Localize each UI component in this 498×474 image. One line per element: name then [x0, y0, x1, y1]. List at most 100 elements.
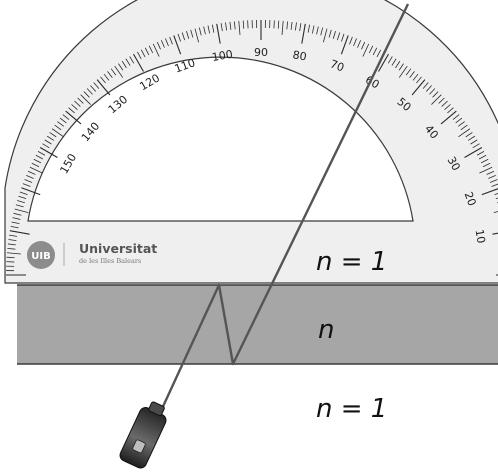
protractor-tick	[35, 154, 44, 160]
protractor-tick	[19, 191, 28, 195]
protractor-tick	[160, 40, 165, 48]
protractor-tick	[103, 73, 110, 81]
protractor-tick	[57, 121, 64, 127]
protractor-tick	[207, 25, 211, 34]
protractor-tick	[376, 49, 382, 58]
protractor-tick	[470, 139, 478, 145]
protractor-tick	[398, 63, 404, 71]
protractor-tick	[74, 100, 81, 107]
protractor-tick	[15, 204, 24, 208]
protractor-tick	[133, 53, 144, 72]
protractor-tick	[316, 26, 319, 35]
angle-label-10: 10	[473, 228, 488, 244]
protractor-tick	[444, 104, 451, 111]
protractor-tick	[190, 29, 194, 38]
protractor-tick	[489, 179, 498, 183]
protractor-tick	[46, 135, 55, 141]
protractor-tick	[148, 45, 154, 54]
laser-pointer[interactable]	[118, 398, 171, 470]
protractor-tick	[8, 239, 17, 242]
protractor-tick	[460, 124, 468, 131]
protractor-tick	[6, 252, 21, 255]
logo-subtitle: de les Illes Balears	[79, 257, 141, 265]
protractor-tick	[33, 158, 42, 164]
protractor-tick	[398, 65, 408, 78]
protractor-tick	[299, 23, 302, 32]
protractor-tick	[340, 35, 349, 55]
protractor-tick	[277, 20, 280, 29]
protractor-tick	[42, 143, 50, 149]
protractor-tick	[476, 151, 485, 156]
protractor-tick	[395, 60, 401, 69]
protractor-tick	[479, 166, 493, 174]
protractor-tick	[455, 117, 463, 124]
protractor-tick	[198, 27, 202, 36]
protractor-tick	[173, 35, 182, 55]
protractor-tick	[332, 31, 336, 39]
lower-medium-label: n = 1	[316, 394, 387, 424]
protractor-tick	[144, 47, 150, 56]
angle-label-90: 90	[254, 46, 268, 59]
protractor-tick	[24, 179, 33, 183]
protractor-tick	[203, 26, 206, 35]
protractor-tick	[93, 82, 100, 89]
laser-button	[132, 439, 146, 454]
protractor-tick	[165, 38, 169, 47]
protractor-tick	[49, 132, 57, 138]
protractor-tick	[482, 162, 491, 168]
protractor-tick	[467, 135, 476, 141]
protractor-tick	[90, 85, 97, 92]
protractor-tick	[156, 41, 161, 50]
protractor-tick	[405, 68, 412, 76]
university-logo: UIB Universitat de les Illes Balears	[27, 241, 157, 269]
protractor-tick	[478, 154, 487, 160]
glass-slab	[17, 285, 498, 364]
protractor-tick	[51, 128, 64, 138]
protractor-tick	[492, 232, 498, 235]
protractor-tick	[411, 79, 426, 96]
protractor-tick	[54, 124, 62, 131]
protractor-tick	[6, 256, 15, 259]
protractor-tick	[387, 56, 393, 64]
protractor-tick	[21, 187, 41, 196]
protractor-tick	[39, 147, 58, 158]
protractor-tick	[11, 221, 20, 225]
protractor-tick	[447, 107, 454, 114]
protractor-tick	[294, 22, 297, 31]
protractor-tick	[110, 68, 117, 76]
protractor-tick	[62, 114, 70, 120]
protractor-tick	[169, 36, 173, 45]
protractor-tick	[29, 166, 43, 174]
protractor-tick	[488, 174, 496, 179]
protractor-tick	[290, 21, 293, 30]
protractor-tick-marks	[6, 20, 498, 276]
protractor-tick	[328, 29, 332, 38]
protractor-tick	[59, 117, 67, 124]
logo-title: Universitat	[79, 241, 157, 256]
angle-label-30: 30	[445, 154, 463, 173]
protractor-tick	[194, 28, 200, 43]
protractor-tick	[65, 110, 82, 125]
protractor-tick	[412, 73, 419, 81]
protractor-tick	[216, 23, 221, 44]
protractor-tick	[71, 104, 78, 111]
protractor-tick	[229, 21, 232, 30]
uib-emblem-icon	[27, 241, 55, 269]
protractor-tick	[7, 247, 16, 250]
protractor-tick	[391, 58, 397, 66]
protractor-tick	[140, 49, 146, 58]
protractor-tick	[349, 36, 353, 45]
protractor-tick	[18, 195, 27, 200]
protractor-tick	[341, 33, 345, 42]
middle-medium-label: n	[318, 315, 334, 345]
protractor-tick	[336, 32, 341, 41]
protractor-tick	[311, 25, 315, 34]
protractor-tick	[152, 43, 160, 57]
protractor-tick	[77, 97, 84, 104]
upper-medium-label: n = 1	[316, 247, 387, 277]
protractor-tick	[225, 22, 228, 31]
protractor-tick	[10, 225, 19, 229]
protractor-tick	[238, 20, 241, 35]
protractor-tick	[220, 23, 223, 32]
